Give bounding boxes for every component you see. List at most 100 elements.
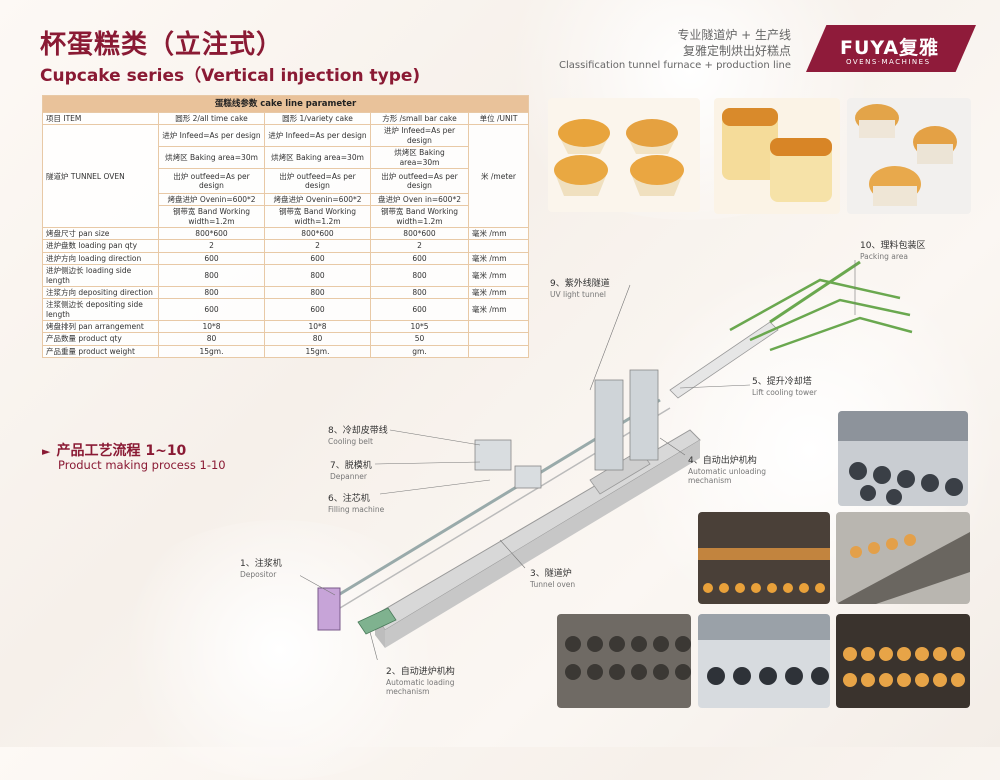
col-header: 圆形 2/all time cake bbox=[158, 111, 265, 126]
col-header: 项目 ITEM bbox=[42, 111, 159, 126]
step-en: Depositor bbox=[240, 570, 277, 579]
table-cell: 出炉 outfeed=As per design bbox=[158, 167, 265, 194]
table-cell: 80 bbox=[158, 332, 265, 346]
table-cell: 2 bbox=[158, 239, 265, 253]
step-en: Automatic loading mechanism bbox=[386, 678, 455, 696]
table-row: 进炉方向 loading direction 600 600 600 毫米 /m… bbox=[42, 251, 530, 266]
table-cell: 烘烤区 Baking area=30m bbox=[370, 146, 469, 169]
table-cell: 800 bbox=[264, 285, 371, 300]
col-header: 圆形 1/variety cake bbox=[264, 111, 371, 126]
logo-shape bbox=[806, 25, 976, 72]
table-cell: 800 bbox=[158, 285, 265, 300]
table-cell-unit bbox=[467, 344, 530, 359]
table-cell: 800*600 bbox=[370, 226, 469, 241]
table-row: 出炉 outfeed=As per design 出炉 outfeed=As p… bbox=[43, 167, 529, 194]
page-title-en: Cupcake series（Vertical injection type) bbox=[40, 66, 421, 86]
table-header-row: 项目 ITEM 圆形 2/all time cake 圆形 1/variety … bbox=[42, 111, 530, 126]
table-cell: 烘烤区 Baking area=30m bbox=[264, 146, 371, 169]
table-cell: 出炉 outfeed=As per design bbox=[264, 167, 371, 194]
table-cell: 钢带宽 Band Working width=1.2m bbox=[158, 205, 265, 228]
table-cell: 钢带宽 Band Working width=1.2m bbox=[370, 205, 469, 228]
table-cell: 进炉 Infeed=As per design bbox=[370, 124, 469, 148]
table-cell: 盘进炉 Oven in=600*2 bbox=[370, 192, 469, 207]
table-row: 烘烤区 Baking area=30m 烘烤区 Baking area=30m … bbox=[43, 146, 529, 169]
table-cell: 600 bbox=[158, 251, 265, 266]
table-row: 进炉盘数 loading pan qty 2 2 2 bbox=[42, 239, 530, 253]
row-label: 进炉方向 loading direction bbox=[42, 251, 159, 266]
slogan-line-3: Classification tunnel furnace + producti… bbox=[559, 60, 791, 71]
table-cell: 进炉 Infeed=As per design bbox=[264, 124, 371, 148]
table-cell: 600 bbox=[158, 298, 265, 321]
table-cell: 进炉 Infeed=As per design bbox=[158, 124, 265, 148]
table-cell: 15gm. bbox=[158, 344, 265, 359]
table-cell: 出炉 outfeed=As per design bbox=[370, 167, 469, 194]
table-cell: 钢带宽 Band Working width=1.2m bbox=[264, 205, 371, 228]
table-cell: 10*8 bbox=[158, 319, 265, 334]
logo-name: FUYA复雅 bbox=[840, 37, 940, 59]
depositor-photo bbox=[698, 614, 830, 708]
oven-label: 隧道炉 TUNNEL OVEN bbox=[42, 124, 159, 228]
table-cell: 烤盘进炉 Ovenin=600*2 bbox=[158, 192, 265, 207]
logo-subtitle: OVENS·MACHINES bbox=[846, 58, 931, 66]
step-cn: 1、注浆机 bbox=[240, 559, 282, 569]
table-caption: 蛋糕线参数 cake line parameter bbox=[41, 95, 530, 113]
slogan-line-2: 复雅定制烘出好糕点 bbox=[682, 44, 791, 58]
slogan-line-1: 专业隧道炉 + 生产线 bbox=[677, 28, 791, 42]
step-en: UV light tunnel bbox=[550, 290, 606, 299]
step-en: Packing area bbox=[860, 252, 908, 261]
conveyor-photo bbox=[836, 512, 970, 604]
play-arrow-icon: ► bbox=[42, 445, 51, 458]
step-en: Lift cooling tower bbox=[752, 388, 817, 397]
table-cell: 15gm. bbox=[264, 344, 371, 359]
row-label: 烤盘尺寸 pan size bbox=[42, 226, 159, 241]
step-cn: 5、提升冷却塔 bbox=[752, 377, 812, 387]
oven-unit: 米 /meter bbox=[467, 124, 530, 228]
row-label: 注浆侧边长 depositing side length bbox=[42, 298, 159, 321]
page-title-cn: 杯蛋糕类（立注式） bbox=[40, 30, 284, 60]
row-label: 注浆方向 depositing direction bbox=[42, 285, 159, 300]
row-label: 烤盘排列 pan arrangement bbox=[42, 319, 159, 334]
step-en: Automatic unloading mechanism bbox=[688, 467, 766, 485]
table-row: 注浆方向 depositing direction 800 800 800 毫米… bbox=[42, 285, 530, 300]
table-cell-unit: 毫米 /mm bbox=[467, 285, 530, 300]
process-title: ► 产品工艺流程 1~10 bbox=[42, 440, 186, 460]
table-cell: 烤盘进炉 Ovenin=600*2 bbox=[264, 192, 371, 207]
row-label: 产品重量 product weight bbox=[42, 344, 159, 359]
step-en: Cooling belt bbox=[328, 437, 373, 446]
table-cell: 800*600 bbox=[264, 226, 371, 241]
row-label: 产品数量 product qty bbox=[42, 332, 159, 346]
step-cn: 10、理料包装区 bbox=[860, 241, 926, 251]
step-cn: 4、自动出炉机构 bbox=[688, 456, 757, 466]
step-en: Depanner bbox=[330, 472, 367, 481]
step-cn: 9、紫外线隧道 bbox=[550, 279, 610, 289]
cake-cut-photo bbox=[714, 98, 840, 214]
table-cell-unit: 毫米 /mm bbox=[467, 226, 530, 241]
step-cn: 8、冷却皮带线 bbox=[328, 426, 388, 436]
step-cn: 6、注芯机 bbox=[328, 494, 370, 504]
col-header: 方形 /small bar cake bbox=[370, 111, 469, 126]
table-cell: 800*600 bbox=[158, 226, 265, 241]
oven-interior-photo bbox=[698, 512, 830, 604]
cupcake-trays-photo bbox=[557, 614, 691, 708]
process-title-cn: 产品工艺流程 1~10 bbox=[56, 443, 187, 459]
table-row: 烤盘进炉 Ovenin=600*2 烤盘进炉 Ovenin=600*2 盘进炉 … bbox=[43, 192, 529, 207]
table-cell: gm. bbox=[370, 344, 469, 359]
unloading-machine-photo bbox=[838, 411, 968, 506]
step-cn: 3、隧道炉 bbox=[530, 569, 572, 579]
step-en: Filling machine bbox=[328, 505, 385, 514]
step-en: Tunnel oven bbox=[530, 580, 576, 589]
table-row: 烤盘尺寸 pan size 800*600 800*600 800*600 毫米… bbox=[42, 226, 530, 241]
production-line-diagram bbox=[300, 260, 913, 660]
table-row: 产品重量 product weight 15gm. 15gm. gm. bbox=[42, 344, 530, 359]
step-cn: 2、自动进炉机构 bbox=[386, 667, 455, 677]
process-title-en: Product making process 1-10 bbox=[58, 458, 226, 472]
